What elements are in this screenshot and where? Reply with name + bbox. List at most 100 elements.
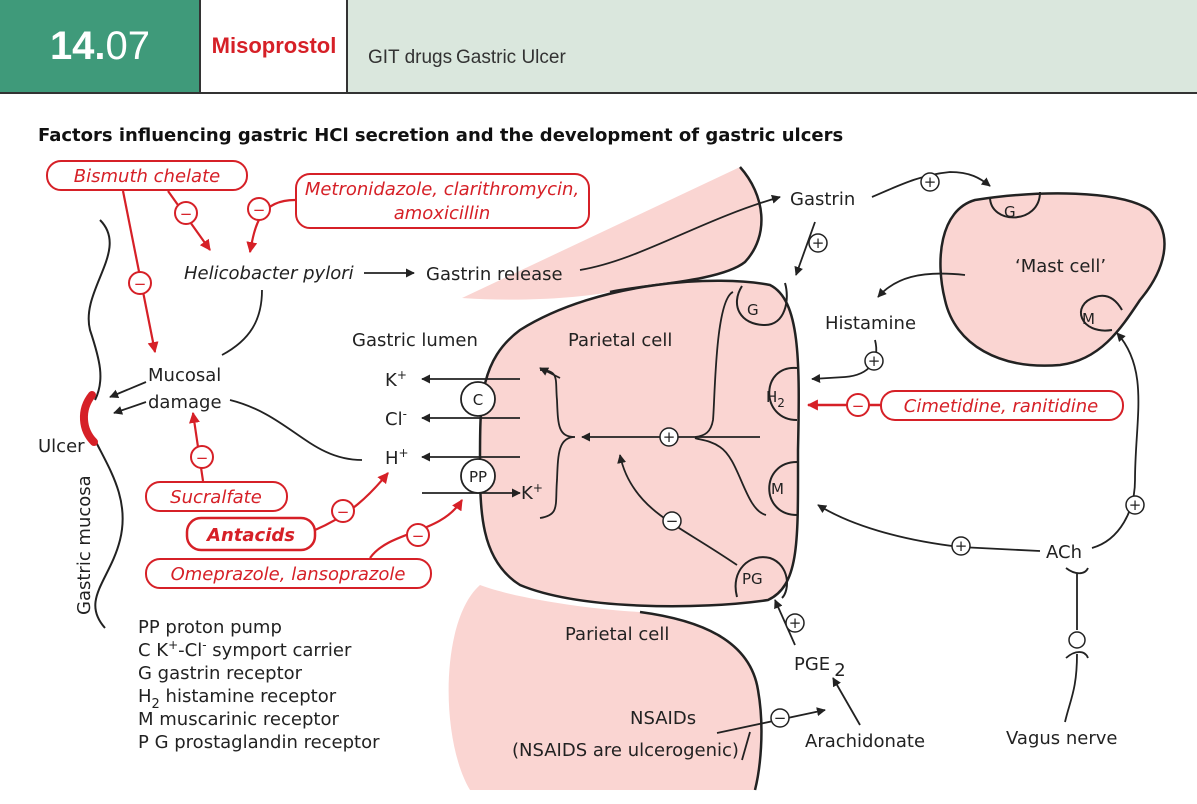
gastrin-release-label: Gastrin release [426, 264, 563, 285]
cl-ion: Cl- [385, 407, 407, 430]
gastrin-to-receptor-arrow [794, 221, 816, 276]
proton-pump-label: PP [469, 468, 487, 486]
minus-sign-icon [846, 393, 870, 417]
gastrin-signal-line [694, 291, 734, 438]
muscarinic-receptor [768, 461, 798, 516]
arachidonate-to-pge-arrow [832, 677, 861, 726]
vagus-nerve-label: Vagus nerve [1006, 728, 1118, 749]
ach-to-mast-arrow [1091, 332, 1140, 549]
damage-label: damage [148, 392, 222, 413]
legend-m: M muscarinic receptor [138, 709, 339, 730]
plus-sign: + [789, 614, 802, 632]
sucralfate-label: Sucralfate [170, 487, 262, 508]
mast-g-receptor [989, 191, 1041, 219]
symport-carrier [460, 381, 496, 417]
antacids-label: Antacids [205, 525, 295, 546]
topic-label: Gastric Ulcer [456, 47, 566, 68]
minus-sign-icon [174, 201, 198, 225]
plus-sign-icon [785, 613, 805, 633]
vagus-synapse-bottom [1064, 651, 1089, 723]
brace-line [539, 369, 576, 519]
mast-cell-label: ‘Mast cell’ [1015, 256, 1106, 277]
header: 14.07 Misoprostol GIT drugs Gastric Ulce… [0, 0, 1197, 94]
antibiotics-label-2: amoxicillin [394, 203, 491, 224]
legend-g: G gastrin receptor [138, 663, 303, 684]
header-band: GIT drugs Gastric Ulcer [348, 0, 1197, 92]
muscarinic-receptor-label: M [771, 480, 784, 498]
antibiotics-label-1: Metronidazole, clarithromycin, [305, 179, 579, 200]
plus-sign: + [663, 428, 676, 446]
gastrin-to-mast-arrow [871, 171, 991, 198]
lower-cell-shape [448, 585, 762, 790]
ppi-label: Omeprazole, lansoprazole [171, 564, 406, 585]
plus-sign-icon [951, 536, 971, 556]
header-rule [0, 92, 1197, 94]
mucosa-line [87, 219, 124, 629]
nsaids-note: (NSAIDS are ulcerogenic) [512, 740, 739, 761]
lower-cell-edge [639, 610, 763, 791]
plus-sign-icon [659, 427, 679, 447]
parietal-cell-label-2: Parietal cell [565, 624, 669, 645]
sucralfate-box [145, 481, 288, 512]
minus-sign: − [666, 512, 679, 530]
plus-sign: + [955, 537, 968, 555]
gastrin-receptor-label: G [747, 301, 759, 319]
gastrin-label: Gastrin [790, 189, 855, 210]
plus-sign: + [812, 234, 825, 252]
drug-title: Misoprostol [201, 0, 347, 92]
plus-sign: + [1129, 496, 1142, 514]
plus-sign: + [924, 173, 937, 191]
pge-to-pg-arrow [774, 599, 796, 646]
h-damage-line [229, 399, 363, 461]
antibiotics-box [295, 173, 590, 229]
histamine-label: Histamine [825, 313, 916, 334]
ulcer-mark [80, 391, 98, 446]
minus-sign: − [253, 201, 266, 219]
proton-pump [460, 458, 496, 494]
pg-inhibit-arrow [617, 454, 738, 566]
gastric-mucosa-label: Gastric mucosa [74, 475, 95, 615]
legend-h2: H2 histamine receptor [138, 686, 337, 712]
plus-sign-icon [1125, 495, 1145, 515]
arachidonate-label: Arachidonate [805, 731, 925, 752]
ach-label: ACh [1046, 542, 1082, 563]
damage-arrow-1 [109, 381, 147, 399]
vagus-synapse-top [1065, 567, 1089, 630]
muscarinic-signal-line [694, 437, 767, 516]
k-ion: K+ [385, 368, 407, 391]
parietal-cell-label: Parietal cell [568, 330, 672, 351]
plus-sign-icon [920, 172, 940, 192]
minus-sign: − [337, 503, 350, 521]
mucosal-label: Mucosal [148, 365, 221, 386]
mast-to-histamine-arrow [877, 272, 966, 298]
upper-cell-shape [462, 167, 762, 300]
minus-sign-icon [190, 445, 214, 469]
k-ion-in: K+ [521, 481, 543, 504]
h2-blocker-label: Cimetidine, ranitidine [904, 396, 1098, 417]
minus-sign-icon [128, 271, 152, 295]
category-label: GIT drugs [368, 47, 453, 68]
minus-sign-icon [406, 523, 430, 547]
nsaids-label: NSAIDs [630, 708, 696, 729]
h-pylori-label: Helicobacter pylori [184, 263, 354, 284]
h2-receptor-label: H2 [766, 388, 785, 410]
gastrin-receptor [736, 282, 788, 327]
hp-damage-line [221, 289, 263, 356]
bismuth-box [46, 160, 248, 191]
ppi-box [145, 558, 432, 589]
ulcer-label: Ulcer [38, 436, 85, 457]
legend-pg: P G prostaglandin receptor [138, 732, 380, 753]
plus-sign-icon [808, 233, 828, 253]
mast-m-label: M [1082, 310, 1095, 328]
legend-pp: PP proton pump [138, 617, 282, 638]
minus-sign: − [774, 709, 787, 727]
ganglion-icon [1068, 631, 1086, 649]
minus-sign: − [852, 397, 865, 415]
antacids-box [185, 516, 317, 552]
diagram-title: Factors influencing gastric HCl secretio… [38, 125, 843, 146]
mast-cell-shape [939, 192, 1166, 367]
brace-arrow [539, 367, 561, 379]
header-divider [346, 0, 348, 92]
ach-to-m-arrow [817, 504, 1041, 552]
